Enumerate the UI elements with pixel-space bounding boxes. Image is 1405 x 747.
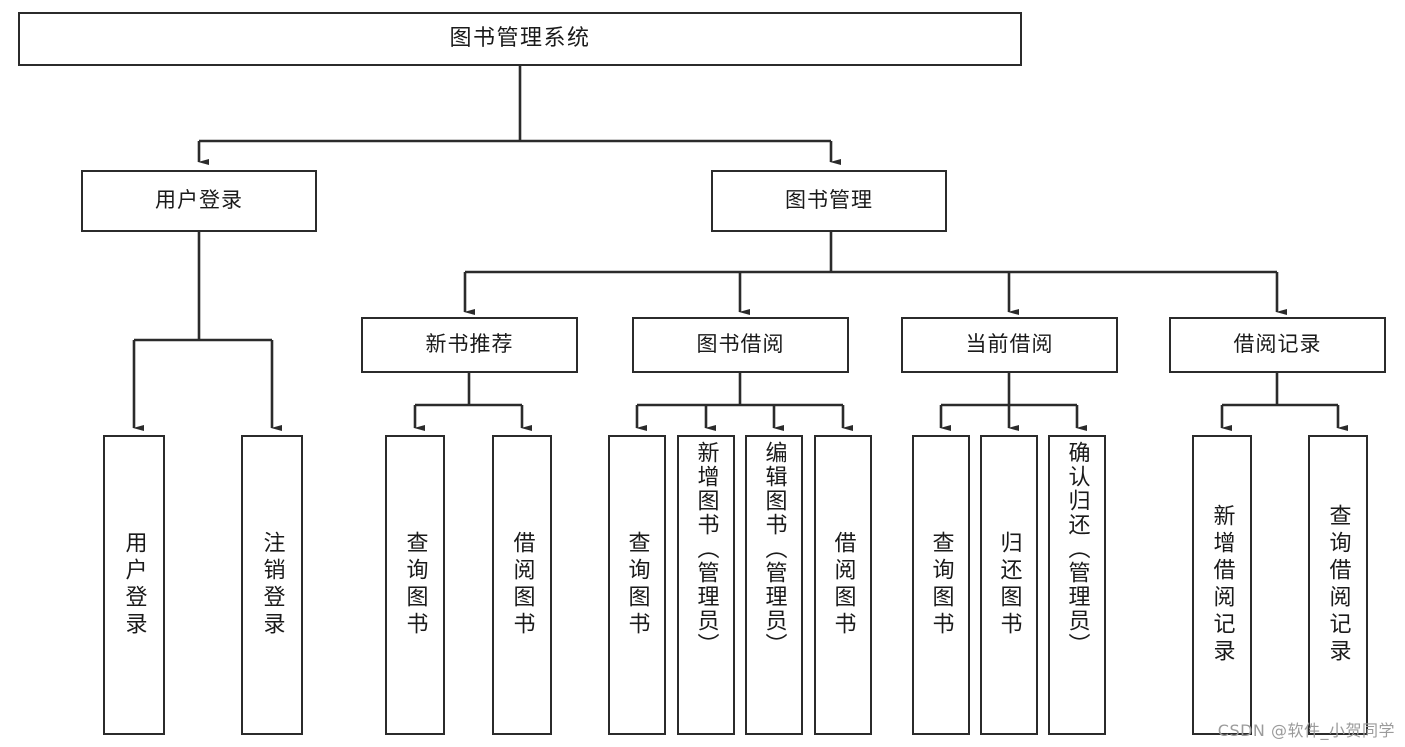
node-user-login[interactable]: 用户登录	[81, 170, 317, 232]
leaf-borrow-book-1[interactable]: 借阅图书	[492, 435, 552, 735]
leaf-confirm-return[interactable]: 确认归还（管理员）	[1048, 435, 1106, 735]
leaf-query-book-3-label: 查询图书	[928, 531, 954, 639]
csdn-watermark: CSDN @软件_小贺同学	[1217, 721, 1395, 740]
leaf-add-book-label: 新增图书（管理员）	[693, 441, 719, 657]
leaf-edit-book-label: 编辑图书（管理员）	[761, 441, 787, 657]
leaf-query-book-3[interactable]: 查询图书	[912, 435, 970, 735]
node-root-label: 图书管理系统	[449, 25, 591, 51]
leaf-user-login[interactable]: 用户登录	[103, 435, 165, 735]
leaf-user-logout-label: 注销登录	[259, 531, 285, 639]
leaf-add-book[interactable]: 新增图书（管理员）	[677, 435, 735, 735]
leaf-edit-book[interactable]: 编辑图书（管理员）	[745, 435, 803, 735]
node-new-book-recommend-label: 新书推荐	[425, 332, 514, 357]
leaf-borrow-book-2-label: 借阅图书	[830, 531, 856, 639]
leaf-user-login-label: 用户登录	[121, 531, 147, 639]
leaf-add-record[interactable]: 新增借阅记录	[1192, 435, 1252, 735]
node-borrow-record[interactable]: 借阅记录	[1169, 317, 1386, 373]
leaf-user-logout[interactable]: 注销登录	[241, 435, 303, 735]
leaf-borrow-book-2[interactable]: 借阅图书	[814, 435, 872, 735]
leaf-add-record-label: 新增借阅记录	[1209, 504, 1235, 666]
leaf-confirm-return-label: 确认归还（管理员）	[1064, 441, 1090, 657]
leaf-return-book[interactable]: 归还图书	[980, 435, 1038, 735]
node-current-borrow-label: 当前借阅	[965, 332, 1054, 357]
leaf-query-record[interactable]: 查询借阅记录	[1308, 435, 1368, 735]
leaf-query-book-1-label: 查询图书	[402, 531, 428, 639]
node-root[interactable]: 图书管理系统	[18, 12, 1022, 66]
leaf-query-book-2[interactable]: 查询图书	[608, 435, 666, 735]
leaf-query-record-label: 查询借阅记录	[1325, 504, 1351, 666]
leaf-borrow-book-1-label: 借阅图书	[509, 531, 535, 639]
leaf-return-book-label: 归还图书	[996, 531, 1022, 639]
node-user-login-label: 用户登录	[155, 188, 243, 213]
node-borrow-record-label: 借阅记录	[1233, 332, 1322, 357]
leaf-query-book-2-label: 查询图书	[624, 531, 650, 639]
leaf-query-book-1[interactable]: 查询图书	[385, 435, 445, 735]
node-book-borrow-label: 图书借阅	[696, 332, 785, 357]
node-new-book-recommend[interactable]: 新书推荐	[361, 317, 578, 373]
node-book-manage[interactable]: 图书管理	[711, 170, 947, 232]
node-book-manage-label: 图书管理	[785, 188, 873, 213]
node-current-borrow[interactable]: 当前借阅	[901, 317, 1118, 373]
node-book-borrow[interactable]: 图书借阅	[632, 317, 849, 373]
